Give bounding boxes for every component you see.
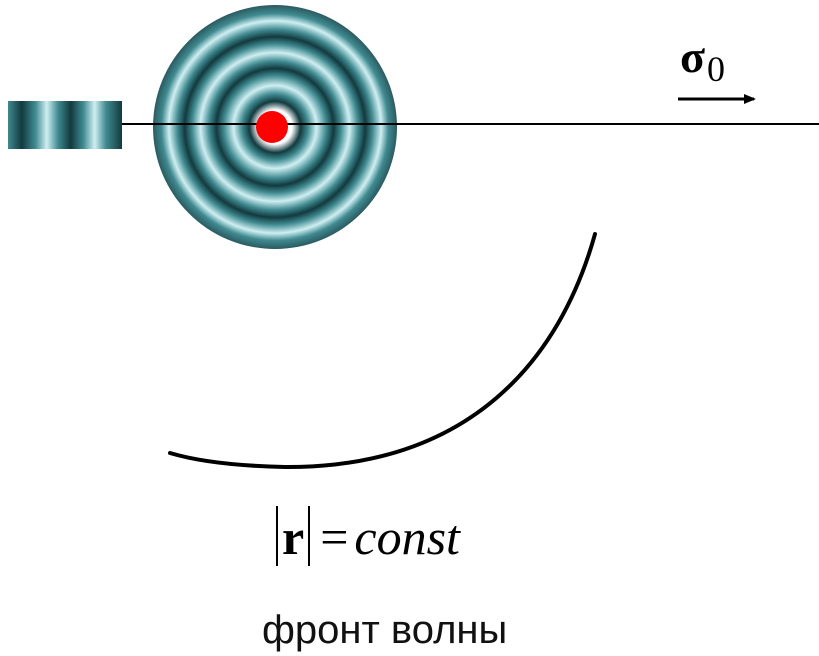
incident-wave-strip <box>8 101 122 149</box>
wave-front-arc <box>168 232 597 470</box>
wave-front-caption: фронт волны <box>262 608 508 652</box>
formula-equals: = <box>320 509 349 565</box>
source-point <box>256 111 288 143</box>
formula-r: r <box>282 509 305 565</box>
abs-bar-right <box>308 506 311 566</box>
sigma-subscript: 0 <box>707 49 726 89</box>
formula-const: const <box>354 509 460 565</box>
wave-front-formula: r =const <box>276 506 460 566</box>
abs-bar-left <box>276 506 278 566</box>
direction-vector-label: σ0 <box>680 31 726 89</box>
sigma-symbol: σ <box>680 31 706 82</box>
